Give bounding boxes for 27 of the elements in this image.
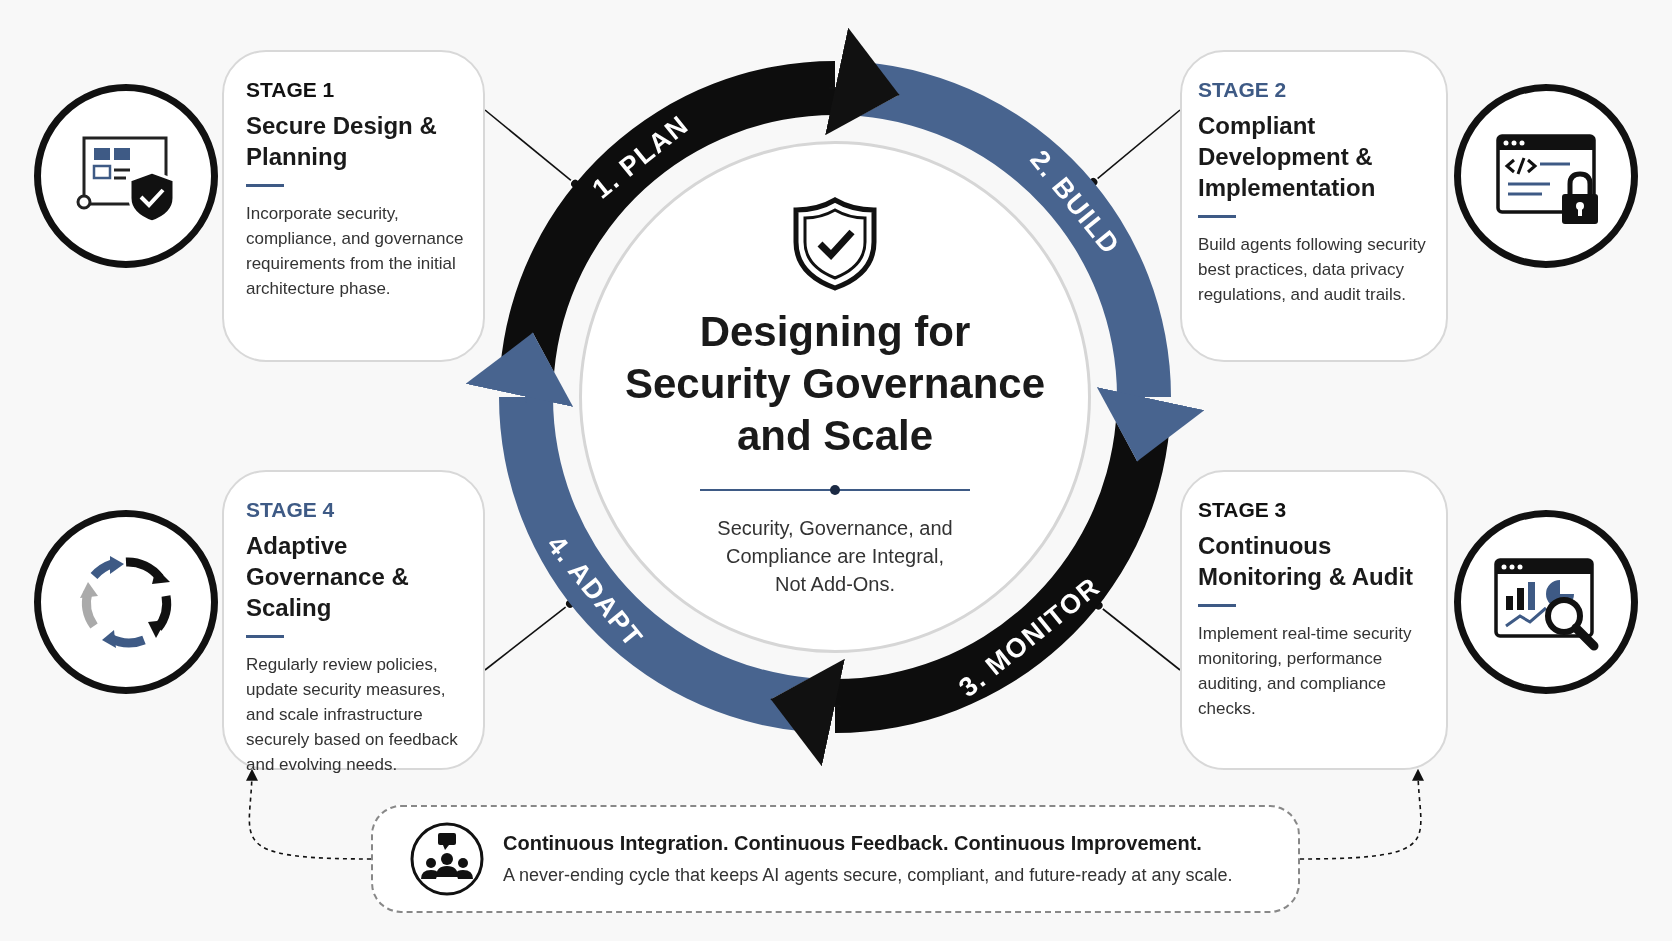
stage-heading: Continuous Monitoring & Audit (1198, 531, 1415, 592)
banner-text: A never-ending cycle that keeps AI agents secure, compliant, and future-ready at any scale. (503, 865, 1233, 886)
feedback-banner (371, 805, 1300, 913)
stage-heading: Compliant Development & Implementation (1198, 111, 1377, 203)
dashed-arrow (1299, 768, 1425, 860)
stage-heading: Adaptive Governance & Scaling (246, 531, 410, 623)
dashed-arrow (245, 768, 372, 860)
tagline: Security, Governance, and Compliance are Integral, Not Add-Ons. (716, 516, 954, 597)
stage-label: STAGE 4 (246, 498, 335, 522)
diagram-heading: Designing for Security Governance and Scale (623, 307, 1047, 461)
stage-description: Incorporate security, compliance, and governance requirements from the initial architecture phase. (246, 203, 465, 300)
cycle-arrowhead (770, 656, 844, 765)
stage-label: STAGE 1 (246, 78, 335, 102)
leader-line (484, 598, 576, 671)
cycle-arrowhead (467, 332, 576, 406)
banner-heading: Continuous Integration. Continuous Feedback. Continuous Improvement. (503, 832, 1203, 855)
stage-description: Implement real-time security monitoring, performance auditing, and compliance checks. (1198, 623, 1413, 720)
stage-description: Regularly review policies, update security measures, and scale infrastructure securely based on feedback and evolving needs. (246, 654, 459, 776)
cycle-arrowhead (826, 29, 900, 138)
stage-label: STAGE 2 (1198, 78, 1287, 102)
stage-card (1180, 470, 1448, 770)
stage-card (1180, 50, 1448, 362)
stage-label: STAGE 3 (1198, 498, 1287, 522)
stage-heading: Secure Design & Planning (246, 111, 438, 172)
cycle-arrowhead (1094, 388, 1203, 462)
stage-description: Build agents following security best practices, data privacy regulations, and audit trails. (1198, 234, 1427, 306)
stage-card (222, 50, 485, 362)
